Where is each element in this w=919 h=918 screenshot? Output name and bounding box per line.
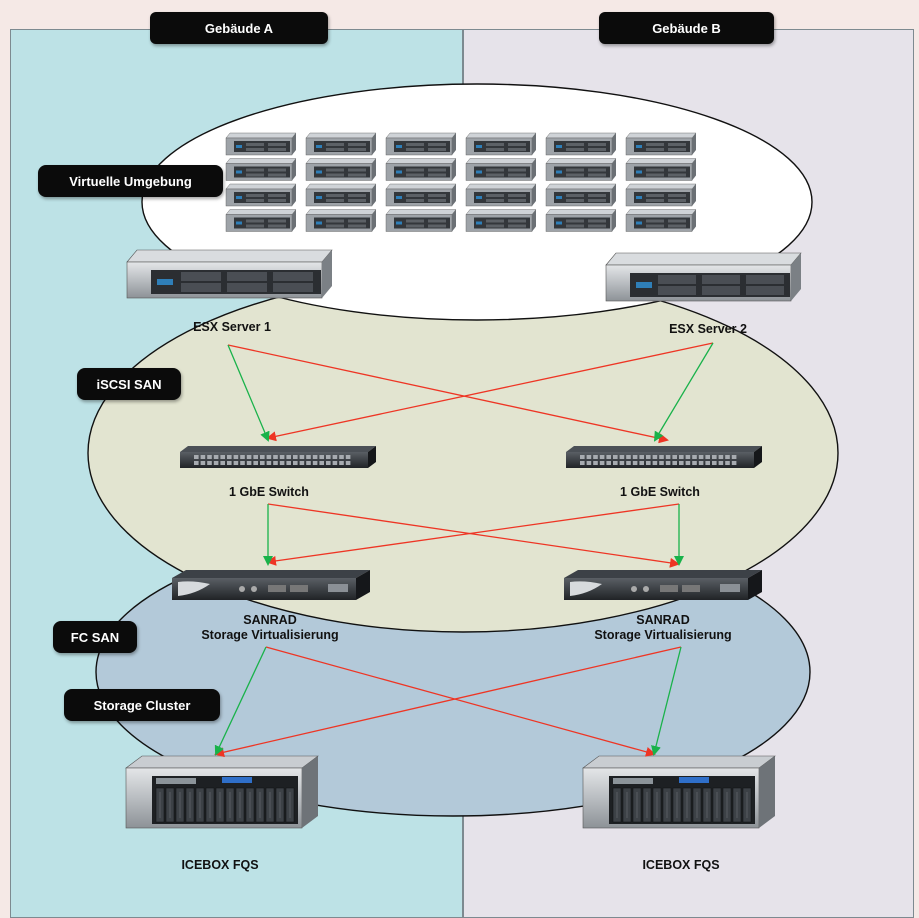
sanrad-2-caption: SANRAD Storage Virtualisierung xyxy=(594,613,731,643)
link-switch1-sanrad2 xyxy=(267,503,680,568)
virtual-machine-icon xyxy=(385,132,457,156)
virtual-machine-icon xyxy=(225,132,297,156)
virtual-machine-icon xyxy=(225,158,297,181)
virtual-machine-icon xyxy=(385,158,457,181)
sanrad-1-subtitle: Storage Virtualisierung xyxy=(201,628,339,642)
virtual-environment-label: Virtuelle Umgebung xyxy=(38,165,223,197)
gbe-switch-1-caption: 1 GbE Switch xyxy=(229,485,309,499)
virtual-machine-icon xyxy=(225,183,297,207)
esx-server-2-icon xyxy=(605,252,802,302)
building-b-title: Gebäude B xyxy=(599,12,774,44)
virtual-machine-icon xyxy=(305,132,377,156)
sanrad-appliance-1-icon xyxy=(172,570,370,600)
link-switch2-sanrad1 xyxy=(266,503,680,566)
link-esx2-switch2 xyxy=(653,342,714,442)
virtual-machine-icon xyxy=(305,158,377,181)
storage-cluster-label: Storage Cluster xyxy=(64,689,220,721)
sanrad-1-name: SANRAD xyxy=(243,613,297,627)
gbe-switch-2-caption: 1 GbE Switch xyxy=(620,485,700,499)
virtual-machine-icon xyxy=(305,183,377,207)
link-esx1-switch2 xyxy=(227,344,669,444)
fc-san-label: FC SAN xyxy=(53,621,137,653)
link-sanrad2-icebox2 xyxy=(651,646,682,756)
virtual-machine-icon xyxy=(545,183,617,207)
virtual-machine-icon xyxy=(545,209,617,232)
iscsi-san-label: iSCSI SAN xyxy=(77,368,181,400)
link-sanrad2-icebox1 xyxy=(214,646,682,758)
icebox-1-caption: ICEBOX FQS xyxy=(181,858,259,872)
virtual-machine-icon xyxy=(385,209,457,232)
virtual-machine-icon xyxy=(225,209,297,232)
virtual-machine-icon xyxy=(625,132,697,156)
esx-server-1-icon xyxy=(126,249,333,299)
building-a-title: Gebäude A xyxy=(150,12,328,44)
virtual-machine-icon xyxy=(305,209,377,232)
gbe-switch-2-icon xyxy=(566,446,762,468)
link-sanrad1-icebox1 xyxy=(214,646,267,756)
icebox-storage-1-icon xyxy=(125,755,319,829)
virtual-machine-icon xyxy=(465,183,537,207)
virtual-machine-icon xyxy=(385,183,457,207)
virtual-machine-icon xyxy=(545,158,617,181)
icebox-2-caption: ICEBOX FQS xyxy=(642,858,720,872)
virtual-machine-icon xyxy=(625,209,697,232)
sanrad-2-name: SANRAD xyxy=(636,613,690,627)
virtual-machine-icon xyxy=(625,158,697,181)
virtual-machine-icon xyxy=(465,209,537,232)
virtual-machine-icon xyxy=(465,132,537,156)
esx-server-2-caption: ESX Server 2 xyxy=(669,322,747,336)
link-esx1-switch1 xyxy=(227,344,270,442)
virtual-machine-grid xyxy=(225,132,697,232)
sanrad-appliance-2-icon xyxy=(564,570,762,600)
virtual-machine-icon xyxy=(465,158,537,181)
icebox-storage-2-icon xyxy=(582,755,776,829)
virtual-machine-icon xyxy=(545,132,617,156)
sanrad-2-subtitle: Storage Virtualisierung xyxy=(594,628,732,642)
virtual-machine-icon xyxy=(625,183,697,207)
esx-server-1-caption: ESX Server 1 xyxy=(193,320,271,334)
link-sanrad1-icebox2 xyxy=(265,646,656,757)
link-esx2-switch1 xyxy=(266,342,714,442)
gbe-switch-1-icon xyxy=(180,446,376,468)
sanrad-1-caption: SANRAD Storage Virtualisierung xyxy=(201,613,338,643)
